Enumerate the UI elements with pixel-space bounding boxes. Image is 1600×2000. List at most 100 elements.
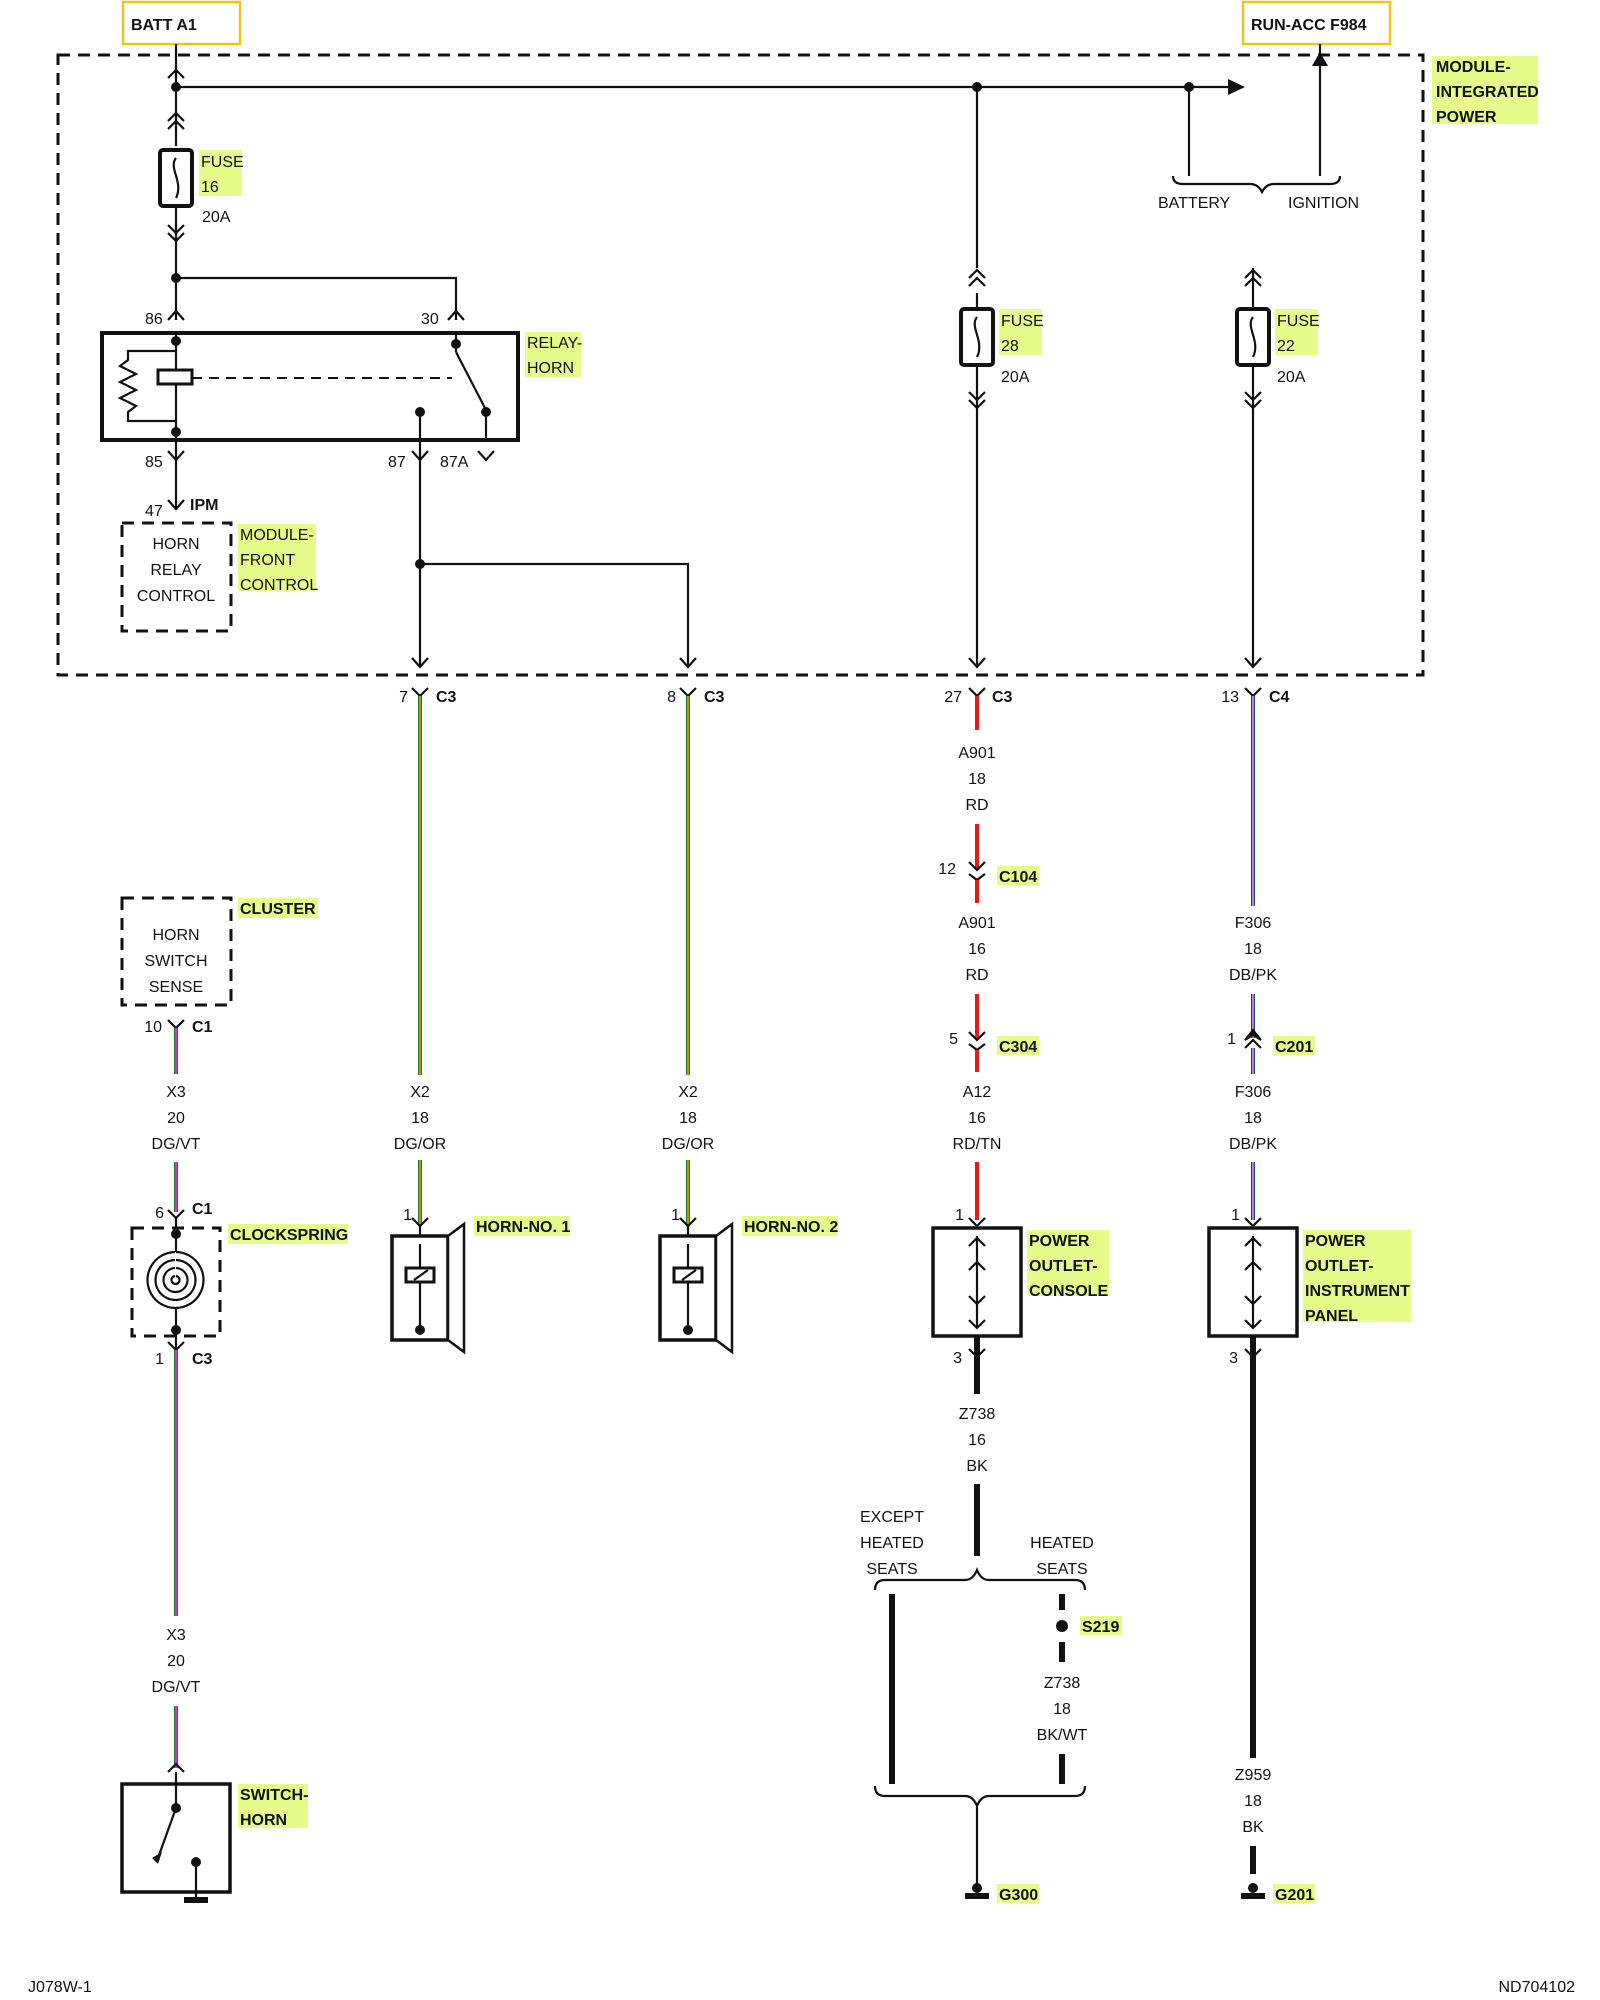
fuse-16-rating: 20A <box>202 209 231 226</box>
horn-name: HORN-NO. 2 <box>744 1219 838 1236</box>
clockspring-top-pin: 6 <box>155 1205 164 1222</box>
label-line: SEATS <box>866 1561 917 1578</box>
cluster-conn: C1 <box>192 1019 213 1036</box>
label-line: CONTROL <box>137 588 215 605</box>
f306-a-color: DB/PK <box>1229 967 1277 984</box>
a901-18-circuit: A901 <box>958 745 995 762</box>
c304-pin: 5 <box>949 1031 958 1048</box>
ipm-pin-47: 47 <box>145 503 163 520</box>
label-line: FUSE <box>1001 313 1044 330</box>
outlet-pin-top: 1 <box>1231 1207 1240 1224</box>
label-line: SWITCH <box>144 953 207 970</box>
relay-pin-30: 30 <box>421 311 439 328</box>
x2-horn2-gauge: 18 <box>679 1110 697 1127</box>
front-control-box <box>120 521 233 633</box>
horn-no-2: 1 HORN-NO. 2 <box>658 1207 838 1355</box>
z959-gauge: 18 <box>1244 1793 1262 1810</box>
label-line: HORN <box>152 536 199 553</box>
c304-name: C304 <box>999 1039 1037 1056</box>
x2-horn2-circuit: X2 <box>678 1084 698 1101</box>
clockspring-coil-icon <box>146 1250 205 1310</box>
f306-a-gauge: 18 <box>1244 941 1262 958</box>
f306-b-color: DB/PK <box>1229 1136 1277 1153</box>
label-line: FRONT <box>240 552 295 569</box>
label-line: POWER <box>1436 109 1497 126</box>
clockspring-bot-pin: 1 <box>155 1351 164 1368</box>
x3-upper-circuit: X3 <box>166 1084 186 1101</box>
ipm-connector-name: C3 <box>704 689 725 706</box>
label-line: EXCEPT <box>860 1509 924 1526</box>
x2-horn2-color: DG/OR <box>662 1136 714 1153</box>
label-line: 28 <box>1001 338 1019 355</box>
ipm-connector-pin: 27 <box>944 689 962 706</box>
z738-16-circuit: Z738 <box>959 1406 996 1423</box>
ipm-connector-8: 8 C3 <box>667 687 725 706</box>
ipm-connector-name: C3 <box>992 689 1013 706</box>
outlet-pin-bottom: 3 <box>953 1350 962 1367</box>
label-line: OUTLET- <box>1305 1258 1373 1275</box>
x2-horn1-gauge: 18 <box>411 1110 429 1127</box>
battery-label: BATTERY <box>1158 195 1231 212</box>
batt-a1-label: BATT A1 <box>131 17 197 34</box>
clockspring-name: CLOCKSPRING <box>230 1227 348 1244</box>
ipm-connector-13: 13 C4 <box>1221 687 1290 706</box>
horn-pin: 1 <box>403 1207 412 1224</box>
footer-left-code: J078W-1 <box>28 1979 92 1996</box>
relay-name-highlight <box>525 332 581 377</box>
a12-circuit: A12 <box>963 1084 992 1101</box>
a901-16-color: RD <box>965 967 988 984</box>
cluster-name: CLUSTER <box>240 901 316 918</box>
run-acc-box <box>1241 0 1392 46</box>
f306-b-circuit: F306 <box>1235 1084 1272 1101</box>
switch-blade-icon <box>156 1807 178 1859</box>
c104-pin: 12 <box>938 861 956 878</box>
x3-lower-circuit: X3 <box>166 1627 186 1644</box>
label-line: OUTLET- <box>1029 1258 1097 1275</box>
outlet-pin-bottom: 3 <box>1229 1350 1238 1367</box>
label-line: FUSE <box>201 154 244 171</box>
label-line: SENSE <box>149 979 203 996</box>
bus-arrow-icon <box>1228 79 1245 95</box>
z959-color: BK <box>1242 1819 1264 1836</box>
relay-pin-86: 86 <box>145 311 163 328</box>
x3-upper-color: DG/VT <box>152 1136 201 1153</box>
ipm-pin-connector: IPM <box>190 497 218 514</box>
z738-18-circuit: Z738 <box>1044 1675 1081 1692</box>
fuse-22-rating: 20A <box>1277 369 1306 386</box>
a901-18-color: RD <box>965 797 988 814</box>
footer-right-code: ND704102 <box>1499 1979 1576 1996</box>
ground-g201: G201 <box>1275 1887 1314 1904</box>
c201-name: C201 <box>1275 1039 1313 1056</box>
label-line: MODULE- <box>240 527 314 544</box>
z959-circuit: Z959 <box>1235 1767 1272 1784</box>
c201-pin: 1 <box>1227 1031 1236 1048</box>
label-line: RELAY <box>150 562 202 579</box>
label-line: RELAY- <box>527 335 582 352</box>
relay-pin-87: 87 <box>388 454 406 471</box>
label-line: HORN <box>240 1812 287 1829</box>
battery-ignition-brace <box>1171 175 1342 195</box>
a12-color: RD/TN <box>953 1136 1002 1153</box>
c104-name: C104 <box>999 869 1037 886</box>
label-line: POWER <box>1029 1233 1090 1250</box>
outlet-pin-top: 1 <box>955 1207 964 1224</box>
z738-18-gauge: 18 <box>1053 1701 1071 1718</box>
relay-switch-blade <box>455 351 487 411</box>
f306-a-circuit: F306 <box>1235 915 1272 932</box>
cluster-box <box>120 896 233 1007</box>
label-line: INSTRUMENT <box>1305 1283 1410 1300</box>
clockspring-top-conn: C1 <box>192 1201 213 1218</box>
z738-16-gauge: 16 <box>968 1432 986 1449</box>
relay-pin-30-connector <box>447 309 465 321</box>
ipm-connector-pin: 13 <box>1221 689 1239 706</box>
ipm-connector-27: 27 C3 <box>944 687 1013 706</box>
a901-16-circuit: A901 <box>958 915 995 932</box>
relay-pin-87a: 87A <box>440 454 469 471</box>
label-line: CONTROL <box>240 577 318 594</box>
horn-no-1: 1 HORN-NO. 1 <box>390 1207 570 1355</box>
fuse-28-highlight <box>999 309 1042 355</box>
